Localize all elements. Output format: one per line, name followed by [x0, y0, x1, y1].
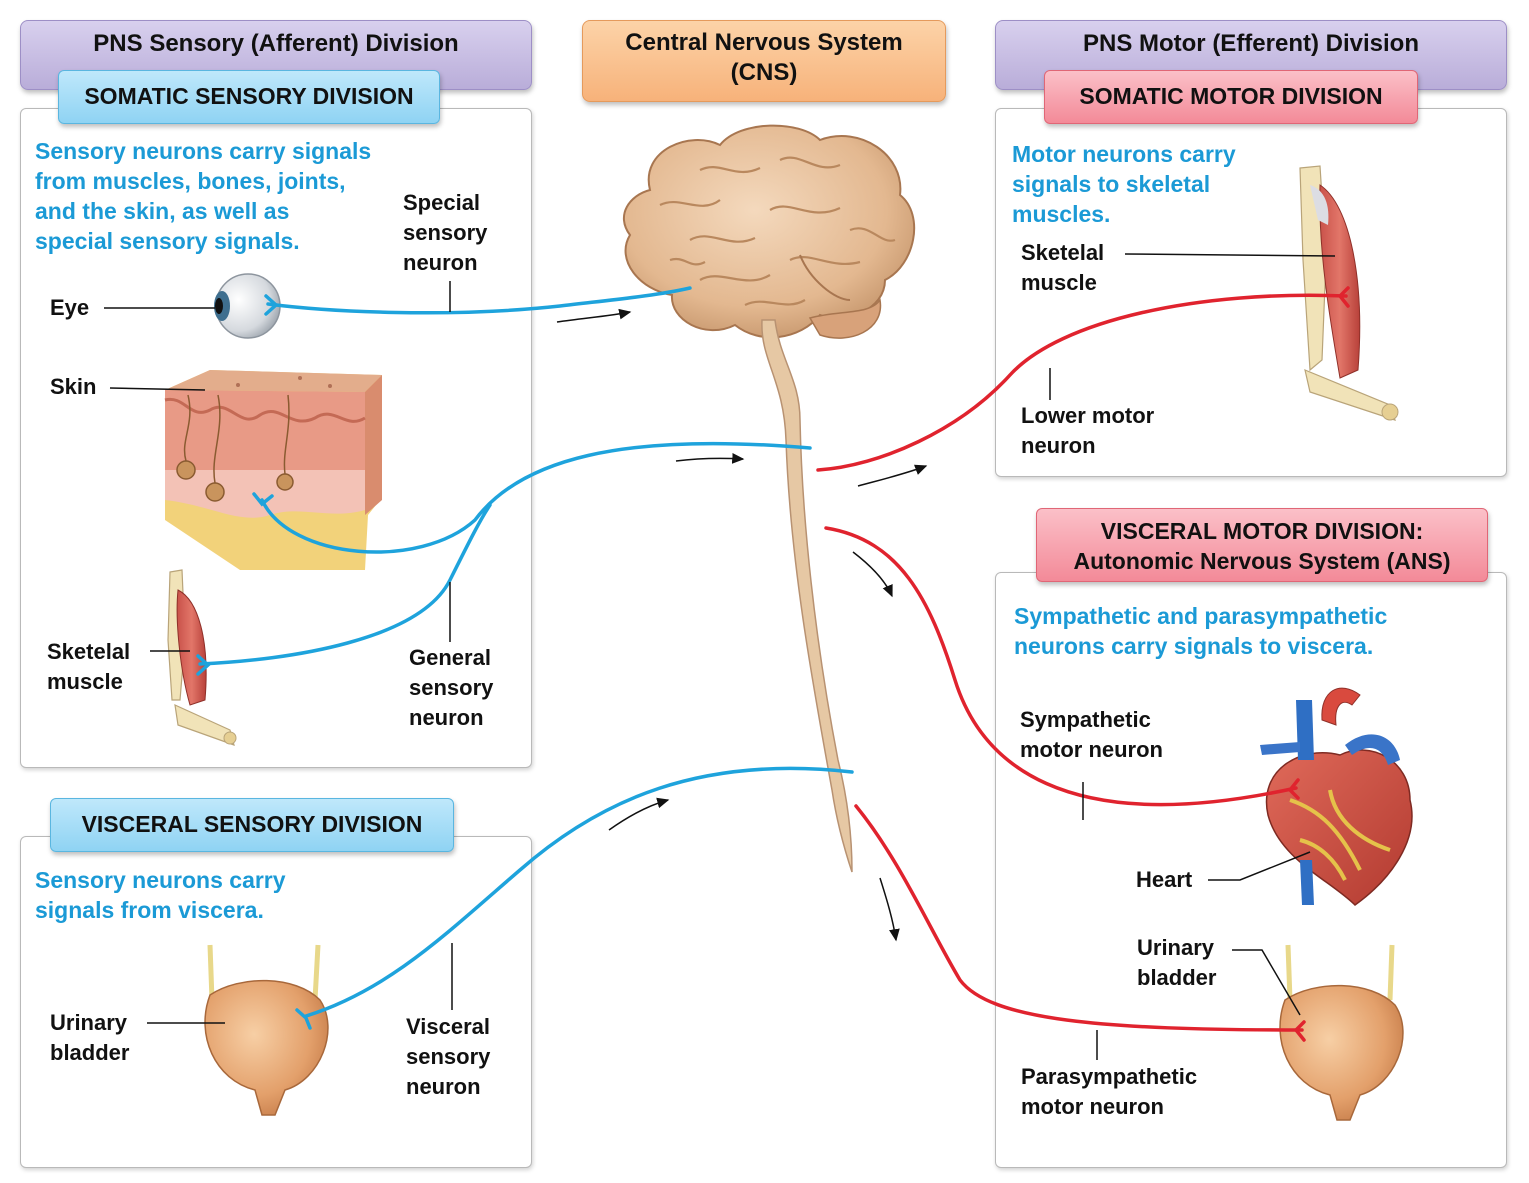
sensory-neurons [196, 286, 854, 1030]
label-line: sensory [403, 220, 488, 245]
desc-line: Motor neurons carry [1012, 141, 1236, 167]
label-line: Urinary [50, 1010, 128, 1035]
motor-neurons [816, 286, 1350, 1042]
cns-header: Central Nervous System (CNS) [582, 20, 946, 102]
visceral-motor-description: Sympathetic and parasympathetic neurons … [1014, 601, 1387, 661]
label-line: Sketelal [1021, 240, 1105, 265]
somatic-motor-panel [995, 108, 1507, 477]
desc-line: Sensory neurons carry [35, 867, 286, 893]
parasympathetic-motor-neuron-path [854, 804, 1304, 1032]
sympathetic-motor-neuron-path [824, 526, 1298, 807]
brain-illustration [623, 124, 916, 339]
label-line: neuron [406, 1074, 481, 1099]
urinary-bladder-right-illustration [1279, 944, 1404, 1121]
desc-line: neurons carry signals to viscera. [1014, 633, 1374, 659]
heart-illustration [1260, 687, 1413, 906]
visceral-motor-tag-line2: Autonomic Nervous System (ANS) [1073, 548, 1451, 574]
visceral-sensory-tag: VISCERAL SENSORY DIVISION [50, 798, 454, 852]
spinal-cord [761, 319, 853, 873]
urinary-bladder-right-label: Urinary bladder [1137, 933, 1216, 993]
label-line: sensory [406, 1044, 491, 1069]
label-line: neuron [1021, 433, 1096, 458]
general-sensory-muscle-path [198, 503, 492, 666]
cns-header-line1: Central Nervous System [625, 29, 903, 56]
urinary-bladder-left-illustration [204, 944, 329, 1116]
label-line: bladder [50, 1040, 130, 1065]
somatic-sensory-description: Sensory neurons carry signals from muscl… [35, 136, 371, 256]
pns-motor-header-text: PNS Motor (Efferent) Division [1082, 30, 1419, 57]
visceral-motor-tag-line1: VISCERAL MOTOR DIVISION: [1100, 518, 1424, 544]
eye-label: Eye [50, 295, 90, 320]
label-line: Parasympathetic [1021, 1064, 1198, 1089]
skeletal-muscle-right-illustration [1299, 165, 1399, 421]
label-line: motor neuron [1020, 737, 1163, 762]
skeletal-muscle-right-label: Sketelal muscle [1021, 238, 1104, 298]
pns-sensory-header-text: PNS Sensory (Afferent) Division [93, 30, 459, 57]
skin-illustration [164, 370, 382, 570]
label-line: sensory [409, 675, 494, 700]
label-line: muscle [47, 669, 123, 694]
general-sensory-skin-path [260, 441, 812, 554]
label-line: Special [403, 190, 481, 215]
eye-illustration [214, 273, 281, 339]
label-line: motor neuron [1021, 1094, 1164, 1119]
label-line: Visceral [406, 1014, 491, 1039]
skin-label: Skin [50, 374, 97, 399]
label-line: Urinary [1137, 935, 1215, 960]
label-line: muscle [1021, 270, 1097, 295]
label-line: Sympathetic [1020, 707, 1151, 732]
special-sensory-neuron-path [266, 286, 692, 315]
desc-line: signals to skeletal [1012, 171, 1211, 197]
desc-line: special sensory signals. [35, 228, 300, 254]
desc-line: muscles. [1012, 201, 1111, 227]
parasympathetic-motor-neuron-label: Parasympathetic motor neuron [1021, 1062, 1197, 1122]
visceral-motor-tag: VISCERAL MOTOR DIVISION: Autonomic Nervo… [1036, 508, 1488, 582]
somatic-motor-description: Motor neurons carry signals to skeletal … [1012, 139, 1236, 229]
visceral-sensory-neuron-path [304, 766, 854, 1018]
leader-lines [104, 253, 1336, 1060]
skeletal-muscle-left-illustration [167, 569, 237, 746]
general-sensory-neuron-label: General sensory neuron [409, 643, 493, 733]
heart-label: Heart [1136, 867, 1193, 892]
skeletal-muscle-left-label: Sketelal muscle [47, 637, 130, 697]
desc-line: from muscles, bones, joints, [35, 168, 346, 194]
visceral-sensory-description: Sensory neurons carry signals from visce… [35, 865, 286, 925]
label-line: bladder [1137, 965, 1217, 990]
lower-motor-neuron-label: Lower motor neuron [1021, 401, 1154, 461]
label-line: neuron [403, 250, 478, 275]
desc-line: and the skin, as well as [35, 198, 290, 224]
label-line: General [409, 645, 491, 670]
visceral-motor-panel [995, 572, 1507, 1168]
desc-line: Sensory neurons carry signals [35, 138, 372, 164]
label-line: neuron [409, 705, 484, 730]
somatic-sensory-tag: SOMATIC SENSORY DIVISION [58, 70, 440, 124]
urinary-bladder-left-label: Urinary bladder [50, 1008, 129, 1068]
label-line: Lower motor [1021, 403, 1155, 428]
visceral-sensory-neuron-label: Visceral sensory neuron [406, 1012, 490, 1102]
label-line: Sketelal [47, 639, 131, 664]
desc-line: Sympathetic and parasympathetic [1014, 603, 1388, 629]
sympathetic-motor-neuron-label: Sympathetic motor neuron [1020, 705, 1163, 765]
direction-arrows [556, 308, 928, 942]
desc-line: signals from viscera. [35, 897, 264, 923]
cns-header-line2: (CNS) [730, 59, 798, 86]
special-sensory-neuron-label: Special sensory neuron [403, 188, 487, 278]
somatic-motor-tag: SOMATIC MOTOR DIVISION [1044, 70, 1418, 124]
lower-motor-neuron-path [816, 293, 1348, 472]
